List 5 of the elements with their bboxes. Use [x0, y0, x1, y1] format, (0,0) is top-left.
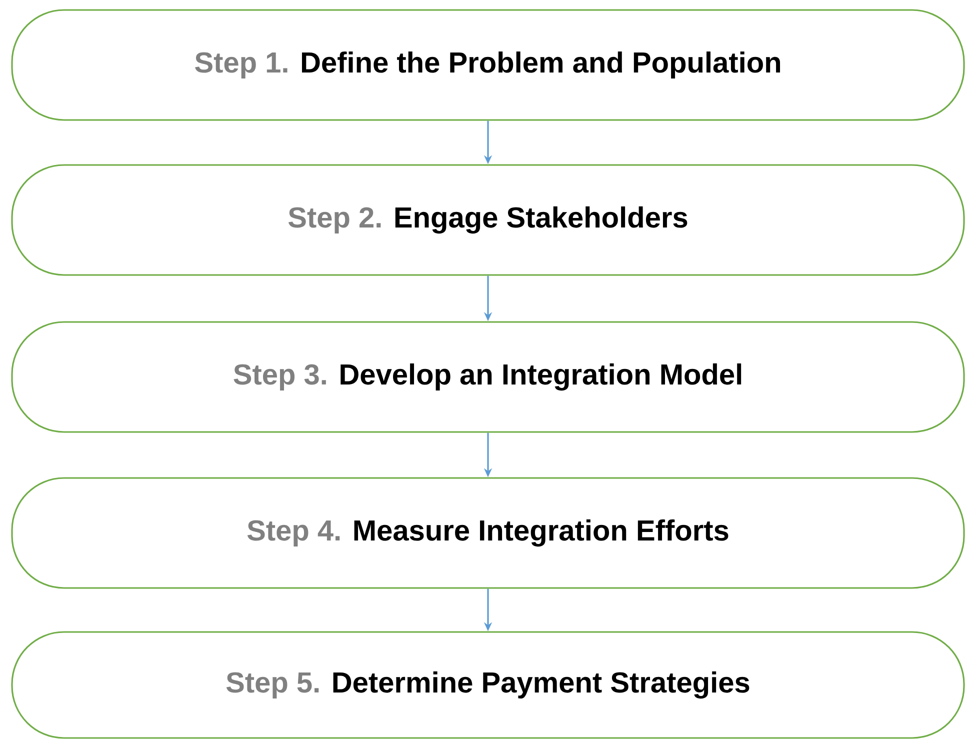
step-box: Step 4. Measure Integration Efforts [11, 477, 965, 589]
step-box: Step 2. Engage Stakeholders [11, 164, 965, 276]
step-box: Step 5. Determine Payment Strategies [11, 631, 965, 739]
step-box: Step 3. Develop an Integration Model [11, 321, 965, 433]
step-box: Step 1. Define the Problem and Population [11, 9, 965, 121]
